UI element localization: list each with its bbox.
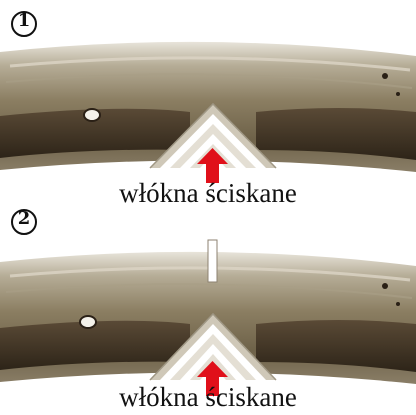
panel-2-number: 2	[12, 208, 36, 229]
panel-2-caption: włókna ściskane	[0, 382, 416, 413]
panel-2-illustration	[0, 210, 416, 396]
panel-1-caption: włókna ściskane	[0, 178, 416, 209]
panel-1-knot	[84, 109, 100, 121]
panel-1-number: 1	[12, 10, 36, 31]
panel-1-illustration	[0, 12, 416, 183]
panel-2-saw-cut	[208, 240, 217, 282]
panel-2-knot	[80, 316, 96, 328]
